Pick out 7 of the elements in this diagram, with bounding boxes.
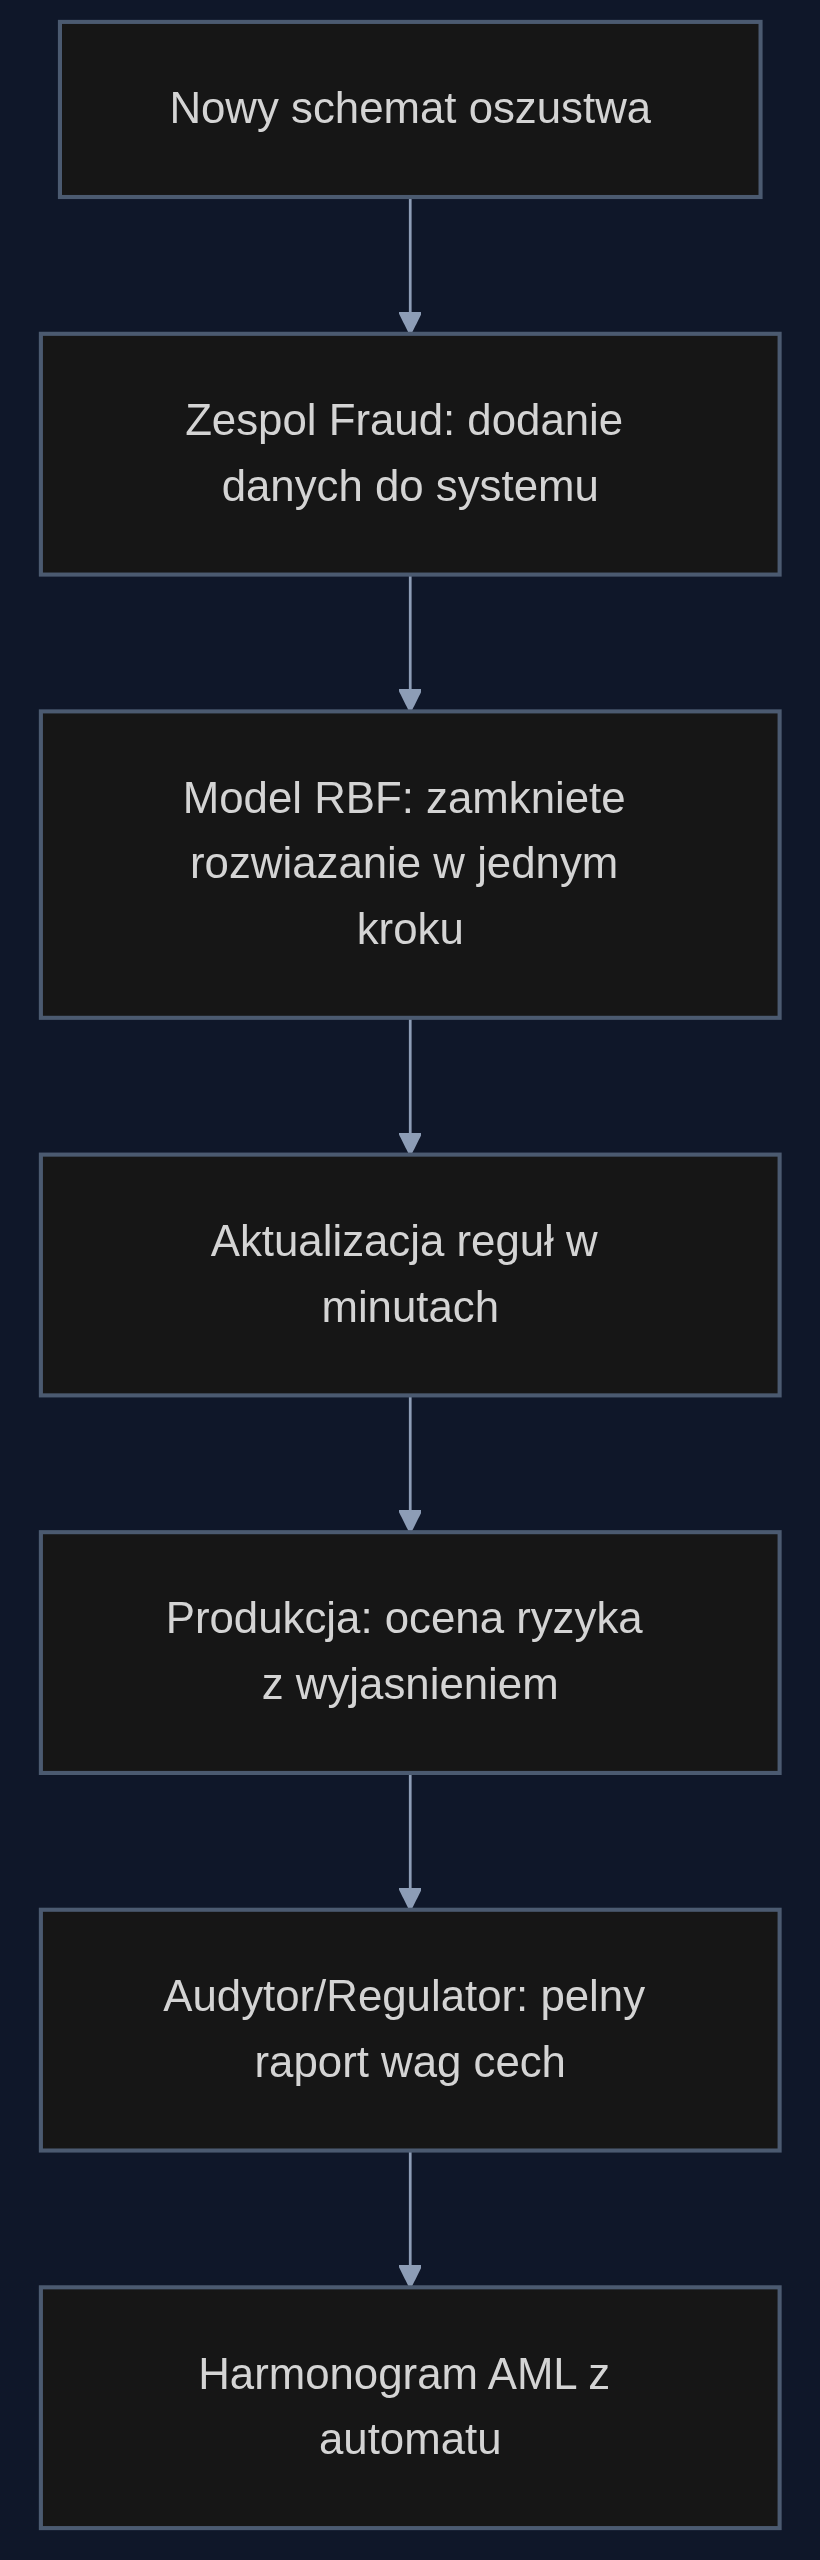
node-box: Audytor/Regulator: pelny raport wag cech [38, 1907, 782, 2153]
node-box: Nowy schemat oszustwa [57, 19, 763, 200]
node-box: Model RBF: zamkniete rozwiazanie w jednym kroku [38, 709, 782, 1020]
node-box: Zespol Fraud: dodanie danych do systemu [38, 331, 782, 577]
node-box: Aktualizacja reguł w minutach [38, 1152, 782, 1398]
node-box: Produkcja: ocena ryzyka z wyjasnieniem [38, 1530, 782, 1775]
node-box: Harmonogram AML z automatu [38, 2285, 782, 2531]
